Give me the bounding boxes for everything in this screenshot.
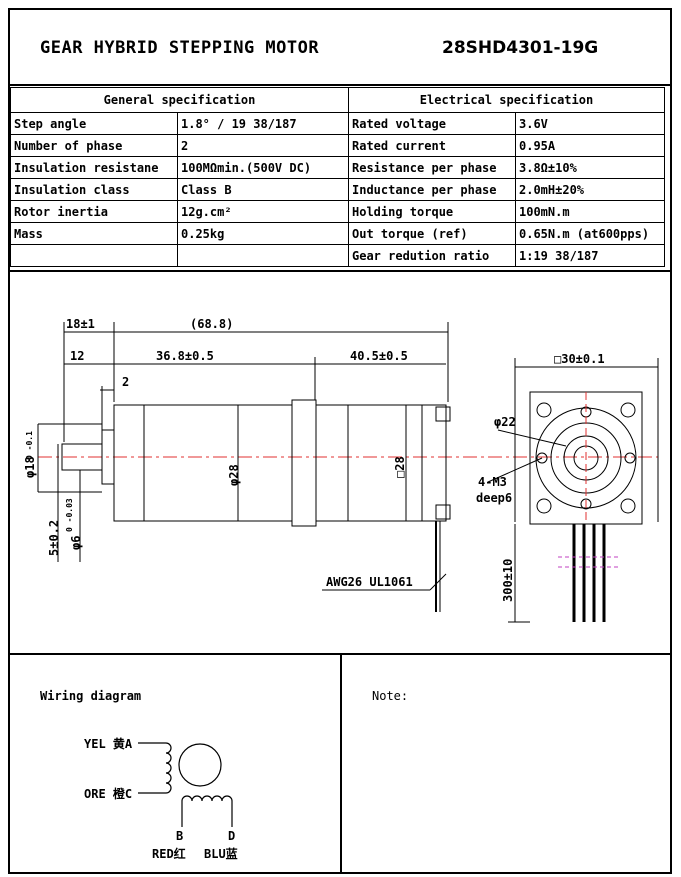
electrical-label: Inductance per phase bbox=[348, 178, 516, 201]
general-value bbox=[177, 244, 349, 267]
wire-c: ORE 橙C bbox=[84, 787, 133, 801]
wire-a: YEL 黄A bbox=[84, 737, 133, 751]
dim-motor: 40.5±0.5 bbox=[350, 349, 408, 363]
spec-sheet: GEAR HYBRID STEPPING MOTOR 28SHD4301-19G… bbox=[8, 8, 672, 874]
electrical-label: Rated current bbox=[348, 134, 516, 157]
wire-b: B bbox=[176, 829, 184, 843]
motor-symbol bbox=[178, 743, 222, 787]
spec-table: General specification Electrical specifi… bbox=[10, 87, 665, 267]
note-panel: Note: bbox=[342, 655, 670, 872]
dim-2: 2 bbox=[122, 375, 129, 389]
general-value: 0.25kg bbox=[177, 222, 349, 245]
electrical-value: 3.6V bbox=[515, 112, 665, 135]
dim-dia18-tol: 0 -0.1 bbox=[25, 431, 34, 460]
gear-ring bbox=[291, 399, 317, 527]
general-label: Insulation class bbox=[10, 178, 178, 201]
dim-dia18: φ18 bbox=[23, 456, 37, 478]
note-label: Note: bbox=[372, 689, 409, 703]
wiring-panel: Wiring diagram YEL 黄A ORE 橙C B D RED红 BL… bbox=[10, 655, 342, 872]
electrical-value: 3.8Ω±10% bbox=[515, 156, 665, 179]
title-row: GEAR HYBRID STEPPING MOTOR 28SHD4301-19G bbox=[10, 10, 670, 86]
general-label: Mass bbox=[10, 222, 178, 245]
general-label: Number of phase bbox=[10, 134, 178, 157]
wire-b-color: RED红 bbox=[152, 847, 186, 861]
dim-depth: deep6 bbox=[476, 491, 512, 505]
general-value: 2 bbox=[177, 134, 349, 157]
general-value: 100MΩmin.(500V DC) bbox=[177, 156, 349, 179]
general-label: Rotor inertia bbox=[10, 200, 178, 223]
general-spec-header: General specification bbox=[10, 87, 349, 113]
dim-dia6-tol: 0 -0.03 bbox=[65, 498, 74, 532]
electrical-value: 2.0mH±20% bbox=[515, 178, 665, 201]
general-label: Step angle bbox=[10, 112, 178, 135]
dim-5: 5±0.2 bbox=[47, 520, 61, 556]
dim-holes: 4-M3 bbox=[478, 475, 507, 489]
electrical-value: 100mN.m bbox=[515, 200, 665, 223]
wire-d: D bbox=[228, 829, 236, 843]
model-number: 28SHD4301-19G bbox=[442, 38, 599, 58]
gearbox-body bbox=[113, 404, 293, 522]
electrical-value: 0.95A bbox=[515, 134, 665, 157]
electrical-value: 1:19 38/187 bbox=[515, 244, 665, 267]
dim-gearbox: 36.8±0.5 bbox=[156, 349, 214, 363]
dim-overall: (68.8) bbox=[190, 317, 233, 331]
wire-d-color: BLU蓝 bbox=[204, 847, 238, 861]
general-value: 1.8° / 19 38/187 bbox=[177, 112, 349, 135]
electrical-value: 0.65N.m (at600pps) bbox=[515, 222, 665, 245]
dim-12: 12 bbox=[70, 349, 84, 363]
product-title: GEAR HYBRID STEPPING MOTOR bbox=[40, 38, 320, 58]
dim-dia6: φ6 bbox=[69, 536, 83, 550]
electrical-spec-header: Electrical specification bbox=[348, 87, 665, 113]
motor-body bbox=[315, 404, 447, 522]
general-value: Class B bbox=[177, 178, 349, 201]
dim-sq30: □30±0.1 bbox=[554, 352, 605, 366]
wiring-diagram bbox=[138, 742, 233, 827]
dim-shaft: 18±1 bbox=[66, 317, 95, 331]
dim-dia22: φ22 bbox=[494, 415, 516, 429]
electrical-label: Gear redution ratio bbox=[348, 244, 516, 267]
electrical-label: Holding torque bbox=[348, 200, 516, 223]
general-value: 12g.cm² bbox=[177, 200, 349, 223]
technical-drawing: (68.8) 18±1 12 2 36.8±0.5 40.5±0.5 φ28 □… bbox=[10, 270, 670, 655]
electrical-label: Out torque (ref) bbox=[348, 222, 516, 245]
wire-label: AWG26 UL1061 bbox=[326, 575, 413, 589]
dim-sq28: □28 bbox=[393, 456, 407, 478]
general-label: Insulation resistane bbox=[10, 156, 178, 179]
electrical-label: Resistance per phase bbox=[348, 156, 516, 179]
electrical-label: Rated voltage bbox=[348, 112, 516, 135]
general-label bbox=[10, 244, 178, 267]
wiring-title: Wiring diagram bbox=[40, 689, 142, 703]
dim-dia28: φ28 bbox=[227, 464, 241, 486]
dim-lead: 300±10 bbox=[501, 559, 515, 602]
dimension-drawing: (68.8) 18±1 12 2 36.8±0.5 40.5±0.5 φ28 □… bbox=[23, 317, 659, 623]
